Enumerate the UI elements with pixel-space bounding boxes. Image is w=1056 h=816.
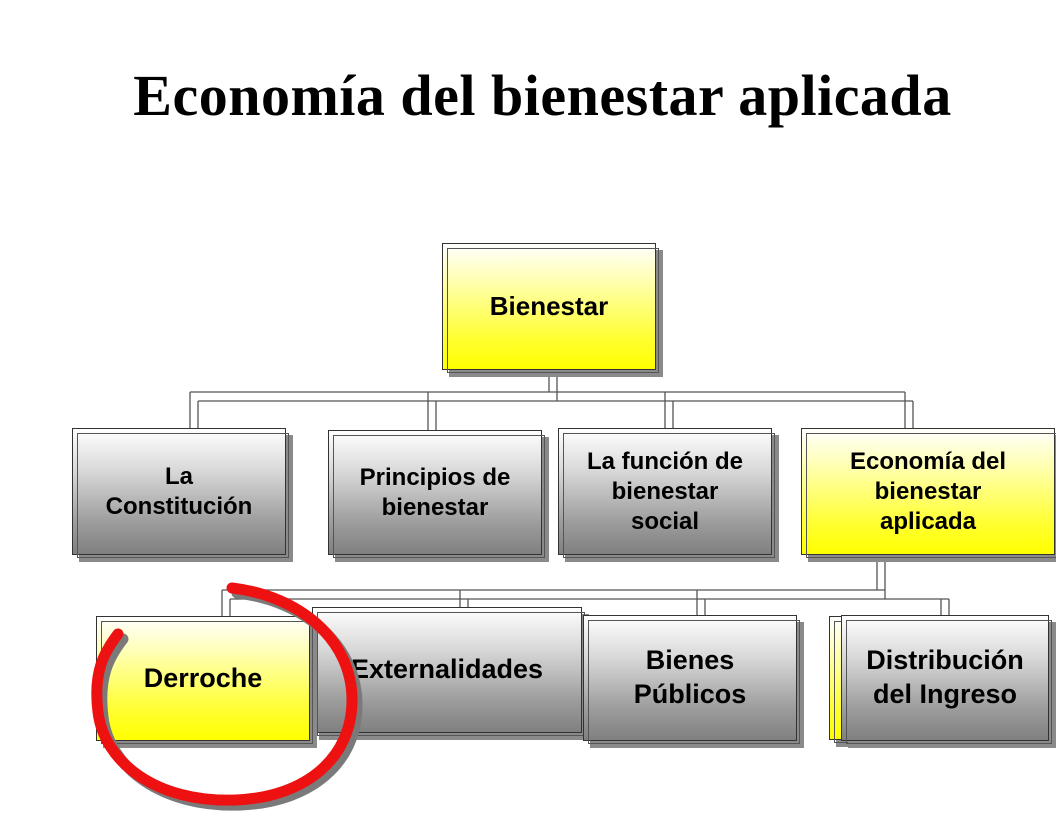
node-principios: Principios de bienestar (328, 430, 545, 558)
node-bienestar-label: Bienestar (489, 291, 609, 322)
node-derroche: Derroche (96, 616, 313, 744)
node-constitucion-label: La Constitución (105, 462, 253, 520)
node-principios-label: Principios de bienestar (359, 463, 511, 521)
node-constitucion: La Constitución (72, 428, 289, 558)
node-economia-aplicada-label: Economía del bienestar aplicada (849, 447, 1007, 535)
node-bienes-publicos-label: Bienes Públicos (633, 645, 747, 709)
node-funcion-bienestar: La función de bienestar social (558, 428, 775, 558)
node-distribucion-ingreso-label: Distribución del Ingreso (866, 645, 1024, 709)
node-derroche-label: Derroche (143, 662, 263, 693)
node-externalidades-label: Externalidades (350, 654, 544, 685)
node-bienes-publicos: Bienes Públicos (583, 615, 800, 744)
node-distribucion-ingreso: Distribución del Ingreso (841, 615, 1052, 744)
node-bienestar: Bienestar (442, 243, 659, 373)
node-funcion-bienestar-label: La función de bienestar social (587, 447, 743, 535)
page-title: Economía del bienestar aplicada (133, 63, 952, 128)
node-externalidades: Externalidades (312, 607, 585, 736)
node-economia-aplicada: Economía del bienestar aplicada (801, 428, 1056, 558)
